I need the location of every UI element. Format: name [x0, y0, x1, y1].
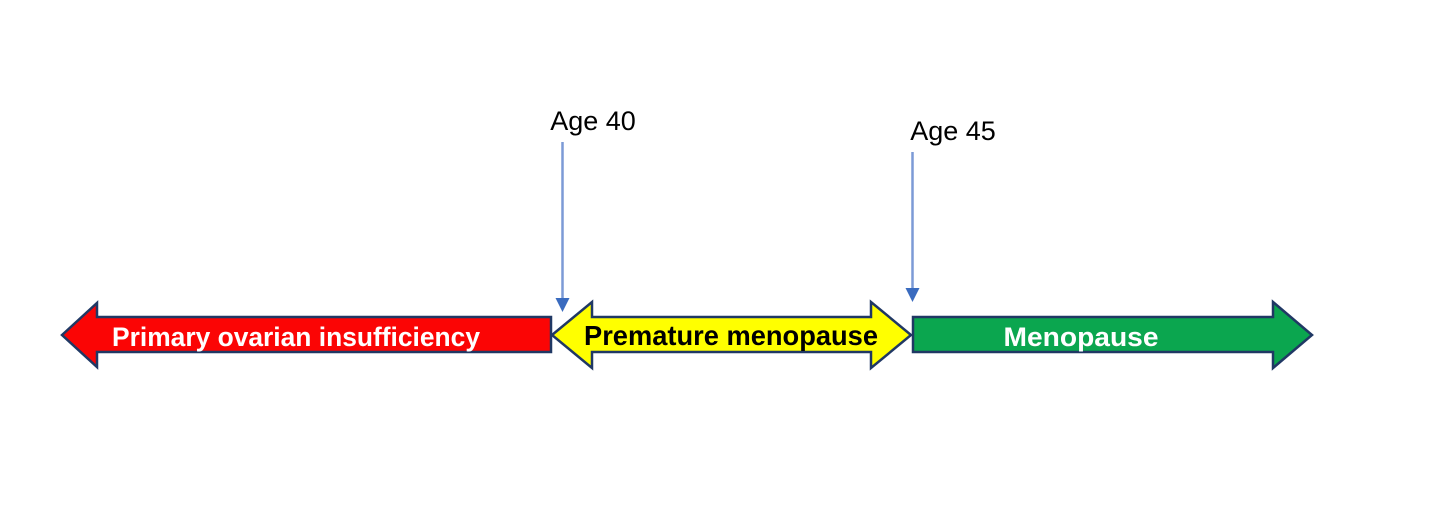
marker-age-40-arrowhead-icon — [555, 298, 570, 312]
double-arrow-premature-menopause — [550, 299, 913, 371]
right-arrow-menopause — [911, 299, 1314, 371]
marker-age-45: Age 45 — [905, 116, 996, 302]
segment-label-primary-ovarian-insufficiency: Primary ovarian insufficiency — [112, 322, 480, 352]
marker-age-45-label: Age 45 — [910, 116, 996, 146]
segment-arrows-group — [60, 299, 1314, 371]
segment-label-menopause: Menopause — [1004, 322, 1159, 352]
segment-label-premature-menopause: Premature menopause — [584, 320, 878, 351]
marker-age-40-label: Age 40 — [550, 106, 636, 136]
marker-age-45-arrowhead-icon — [905, 288, 920, 302]
marker-age-40: Age 40 — [550, 106, 636, 312]
